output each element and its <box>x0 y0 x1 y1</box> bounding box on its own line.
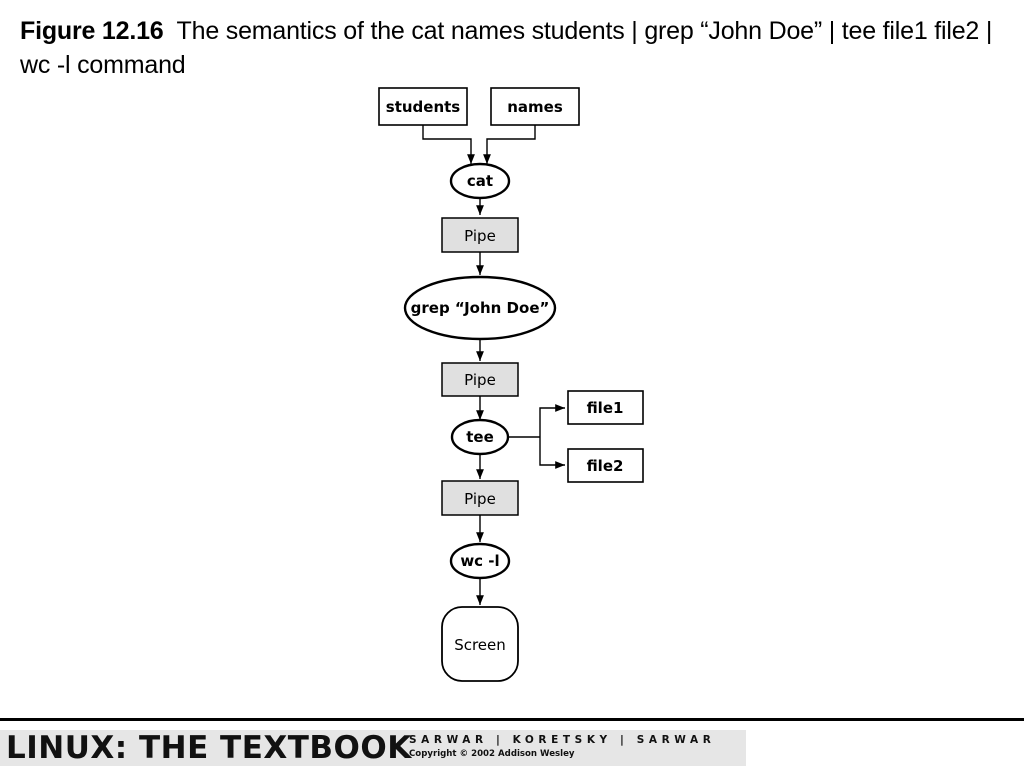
footer-band <box>0 730 746 766</box>
node-grep: grep “John Doe” <box>403 275 557 341</box>
node-file1: file1 <box>567 390 644 425</box>
edge-tee-file2 <box>539 437 565 469</box>
node-wc: wc -l <box>449 542 511 580</box>
node-students-label: students <box>386 98 461 116</box>
pipeline-diagram: students names cat Pipe grep “John Doe” … <box>378 87 644 682</box>
node-names: names <box>490 87 580 126</box>
figure-caption: Figure 12.16 The semantics of the cat na… <box>20 14 1000 82</box>
node-pipe-3: Pipe <box>441 480 519 516</box>
book-copyright: Copyright © 2002 Addison Wesley <box>409 749 575 759</box>
footer-divider <box>0 718 1024 721</box>
figure-label: Figure 12.16 <box>20 17 164 45</box>
node-pipe-2: Pipe <box>441 362 519 397</box>
connectors <box>422 125 565 605</box>
figure-caption-text: The semantics of the cat names students … <box>20 17 993 79</box>
node-wc-label: wc -l <box>460 552 499 570</box>
edge-students-cat <box>422 125 475 164</box>
edge-tee-file1 <box>539 404 565 437</box>
node-cat-label: cat <box>467 172 493 190</box>
edge-names-cat <box>483 125 536 164</box>
node-pipe-1: Pipe <box>441 217 519 253</box>
node-screen-label: Screen <box>454 636 506 654</box>
node-file2: file2 <box>567 448 644 483</box>
book-title: LINUX: THE TEXTBOOK <box>6 730 412 766</box>
node-file2-label: file2 <box>587 457 624 475</box>
node-file1-label: file1 <box>587 399 624 417</box>
node-cat: cat <box>449 162 511 200</box>
book-authors: SARWAR | KORETSKY | SARWAR <box>409 734 716 746</box>
node-pipe-2-label: Pipe <box>464 371 496 389</box>
node-pipe-3-label: Pipe <box>464 490 496 508</box>
node-pipe-1-label: Pipe <box>464 227 496 245</box>
node-tee-label: tee <box>466 428 494 446</box>
node-tee: tee <box>450 418 510 456</box>
node-names-label: names <box>507 98 563 116</box>
node-grep-label: grep “John Doe” <box>411 299 550 317</box>
node-screen: Screen <box>441 606 519 682</box>
node-students: students <box>378 87 468 126</box>
